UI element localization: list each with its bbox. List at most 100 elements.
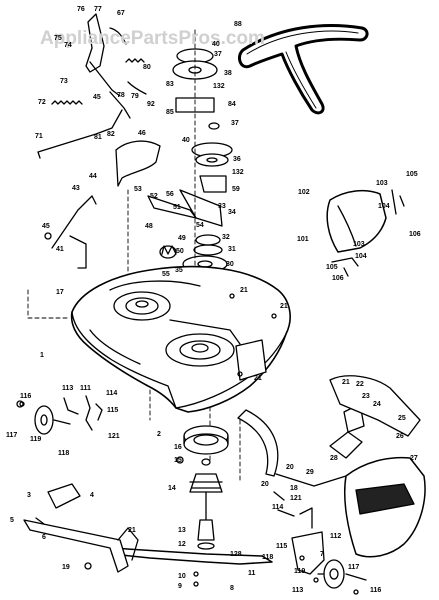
part-label[interactable]: 77 — [94, 6, 102, 13]
part-label[interactable]: 20 — [261, 481, 269, 488]
part-label[interactable]: 15 — [174, 457, 182, 464]
part-label[interactable]: 34 — [228, 209, 236, 216]
part-label[interactable]: 111 — [80, 385, 91, 392]
part-label[interactable]: 132 — [213, 83, 225, 90]
part-label[interactable]: 116 — [20, 393, 31, 400]
part-label[interactable]: 88 — [234, 21, 242, 28]
part-label[interactable]: 7 — [320, 551, 324, 558]
part-label[interactable]: 101 — [297, 236, 309, 243]
part-label[interactable]: 102 — [298, 189, 310, 196]
part-label[interactable]: 36 — [233, 156, 241, 163]
part-label[interactable]: 103 — [376, 180, 388, 187]
part-label[interactable]: 8 — [230, 585, 234, 592]
part-label[interactable]: 115 — [107, 407, 118, 414]
part-label[interactable]: 50 — [176, 248, 184, 255]
part-label[interactable]: 119 — [30, 436, 41, 443]
part-label[interactable]: 46 — [138, 130, 146, 137]
part-label[interactable]: 1 — [40, 352, 44, 359]
part-label[interactable]: 71 — [35, 133, 43, 140]
part-label[interactable]: 25 — [398, 415, 406, 422]
part-label[interactable]: 11 — [248, 570, 256, 577]
part-label[interactable]: 40 — [182, 137, 190, 144]
part-label[interactable]: 43 — [72, 185, 80, 192]
part-label[interactable]: 56 — [166, 191, 174, 198]
part-label[interactable]: 59 — [232, 186, 240, 193]
part-label[interactable]: 6 — [42, 534, 46, 541]
part-label[interactable]: 4 — [90, 492, 94, 499]
part-label[interactable]: 5 — [10, 517, 14, 524]
part-label[interactable]: 40 — [212, 41, 220, 48]
part-label[interactable]: 33 — [218, 203, 226, 210]
part-label[interactable]: 51 — [173, 204, 181, 211]
part-label[interactable]: 52 — [150, 193, 158, 200]
part-label[interactable]: 112 — [330, 533, 341, 540]
part-label[interactable]: 121 — [108, 433, 120, 440]
part-label[interactable]: 81 — [94, 134, 102, 141]
part-label[interactable]: 114 — [106, 390, 117, 397]
part-label[interactable]: 45 — [42, 223, 50, 230]
part-label[interactable]: 31 — [228, 246, 236, 253]
part-label[interactable]: 14 — [168, 485, 176, 492]
part-label[interactable]: 85 — [166, 109, 174, 116]
part-label[interactable]: 21 — [342, 379, 350, 386]
part-label[interactable]: 13 — [178, 527, 186, 534]
part-label[interactable]: 54 — [196, 222, 204, 229]
part-label[interactable]: 104 — [378, 203, 390, 210]
part-label[interactable]: 118 — [262, 554, 273, 561]
part-label[interactable]: 37 — [214, 51, 222, 58]
part-label[interactable]: 21 — [254, 375, 262, 382]
part-label[interactable]: 106 — [332, 275, 344, 282]
part-label[interactable]: 20 — [286, 464, 294, 471]
part-label[interactable]: 37 — [231, 120, 239, 127]
part-label[interactable]: 55 — [162, 271, 170, 278]
part-label[interactable]: 114 — [272, 504, 283, 511]
part-label[interactable]: 113 — [292, 587, 303, 594]
part-label[interactable]: 22 — [356, 381, 364, 388]
part-label[interactable]: 76 — [77, 6, 85, 13]
part-label[interactable]: 44 — [89, 173, 97, 180]
part-label[interactable]: 29 — [306, 469, 314, 476]
part-label[interactable]: 118 — [58, 450, 69, 457]
part-label[interactable]: 45 — [93, 94, 101, 101]
part-label[interactable]: 19 — [62, 564, 70, 571]
part-label[interactable]: 83 — [166, 81, 174, 88]
part-label[interactable]: 21 — [240, 287, 248, 294]
part-label[interactable]: 16 — [174, 444, 182, 451]
part-label[interactable]: 92 — [147, 101, 155, 108]
part-label[interactable]: 67 — [117, 10, 125, 17]
part-label[interactable]: 116 — [370, 587, 381, 594]
part-label[interactable]: 105 — [406, 171, 418, 178]
part-label[interactable]: 21 — [128, 527, 136, 534]
part-label[interactable]: 53 — [134, 186, 142, 193]
part-label[interactable]: 78 — [117, 92, 125, 99]
part-label[interactable]: 84 — [228, 101, 236, 108]
part-label[interactable]: 26 — [396, 433, 404, 440]
part-label[interactable]: 117 — [6, 432, 17, 439]
part-label[interactable]: 41 — [56, 246, 64, 253]
part-label[interactable]: 103 — [353, 241, 365, 248]
part-label[interactable]: 115 — [276, 543, 287, 550]
part-label[interactable]: 74 — [64, 42, 72, 49]
part-label[interactable]: 12 — [178, 541, 186, 548]
part-label[interactable]: 23 — [362, 393, 370, 400]
part-label[interactable]: 117 — [348, 564, 359, 571]
part-label[interactable]: 2 — [157, 431, 161, 438]
part-label[interactable]: 32 — [222, 234, 230, 241]
part-label[interactable]: 80 — [143, 64, 151, 71]
part-label[interactable]: 79 — [131, 93, 139, 100]
part-label[interactable]: 82 — [107, 131, 115, 138]
part-label[interactable]: 3 — [27, 492, 31, 499]
part-label[interactable]: 48 — [145, 223, 153, 230]
part-label[interactable]: 28 — [330, 455, 338, 462]
part-label[interactable]: 73 — [60, 78, 68, 85]
part-label[interactable]: 21 — [280, 303, 288, 310]
part-label[interactable]: 35 — [175, 267, 183, 274]
part-label[interactable]: 105 — [326, 264, 338, 271]
part-label[interactable]: 75 — [54, 35, 62, 42]
part-label[interactable]: 49 — [178, 235, 186, 242]
part-label[interactable]: 24 — [373, 401, 381, 408]
part-label[interactable]: 30 — [226, 261, 234, 268]
part-label[interactable]: 128 — [230, 551, 242, 558]
part-label[interactable]: 72 — [38, 99, 46, 106]
part-label[interactable]: 17 — [56, 289, 64, 296]
